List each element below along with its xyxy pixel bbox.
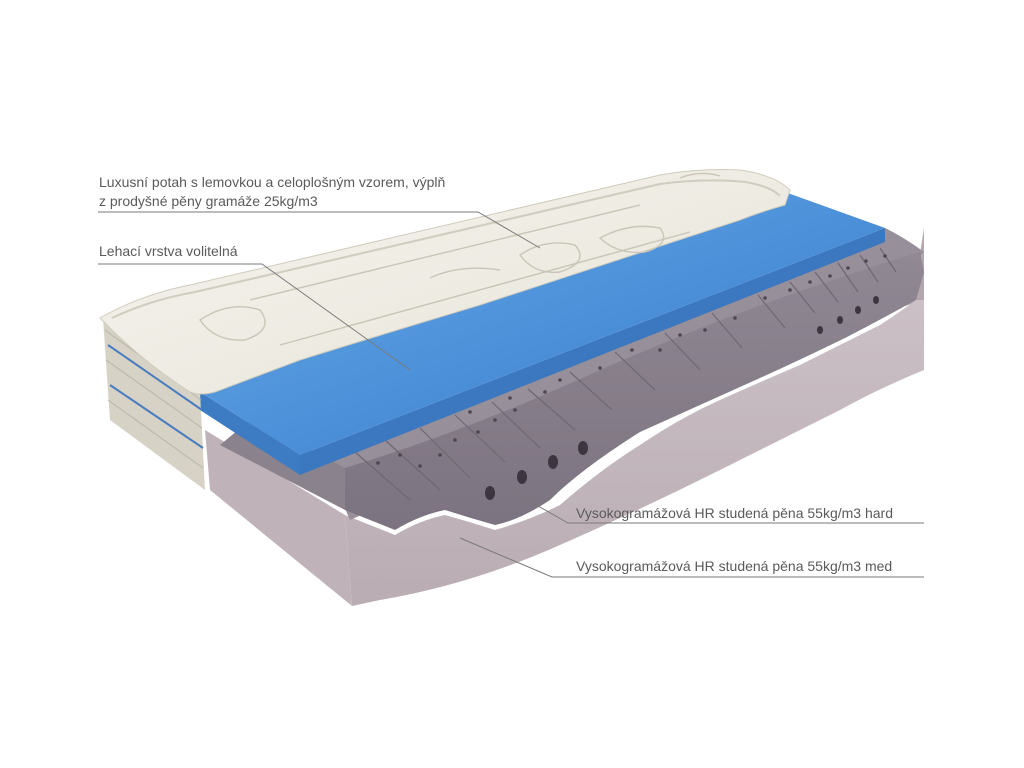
comfort-layer [200, 192, 885, 475]
foam-med-left-end [205, 430, 352, 606]
cover-quilt-pattern [199, 172, 721, 346]
foam-side-holes [485, 296, 879, 500]
foam-perforations [376, 254, 887, 468]
cover-side-stripes [107, 344, 204, 449]
comfort-layer-side [200, 392, 300, 475]
cover-top-panel [99, 169, 791, 395]
leader-line-foam-med [459, 537, 924, 578]
label-cover-line1: Luxusní potah s lemovkou a celoplošným v… [99, 174, 446, 190]
leader-line-foam-hard [509, 489, 924, 524]
leader-line-comfort [98, 263, 411, 371]
label-foam-med: Vysokogramážová HR studená pěna 55kg/m3 … [576, 558, 893, 574]
foam-zone-grooves [354, 247, 897, 501]
foam-med-front-face [345, 300, 924, 606]
cover-piping [111, 179, 781, 319]
comfort-layer-top [200, 192, 885, 455]
label-foam-hard: Vysokogramážová HR studená pěna 55kg/m3 … [576, 505, 893, 521]
leader-lines [98, 211, 924, 578]
leader-line-cover [98, 211, 541, 249]
label-cover-line2: z prodyšné pěny gramáže 25kg/m3 [99, 193, 318, 209]
cover-side-stack [103, 318, 205, 490]
comfort-layer-front [300, 228, 885, 475]
foam-hard-layer [220, 228, 924, 530]
cover-topper [99, 169, 791, 490]
label-comfort-layer: Lehací vrstva volitelná [99, 243, 238, 259]
